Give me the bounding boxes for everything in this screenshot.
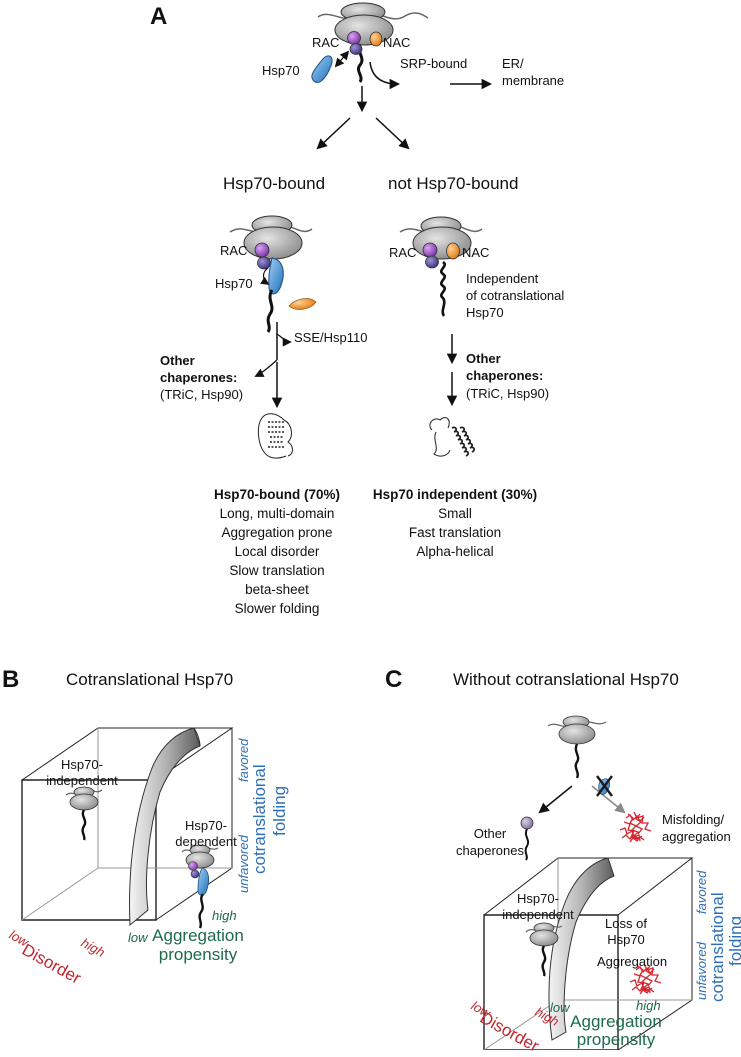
c-axis-aggregation-1: Aggregation	[570, 1012, 662, 1031]
srp-bound-label: SRP-bound	[400, 56, 468, 71]
folded-protein-beta	[257, 413, 293, 459]
c-folding-favored: favored	[694, 870, 709, 914]
heading-not-hsp70-bound: not Hsp70-bound	[388, 174, 519, 193]
other-chap-right-1: Other	[466, 351, 501, 366]
hsp70-label-top: Hsp70	[262, 63, 300, 78]
folded-protein-alpha	[429, 417, 476, 457]
panel-b-title: Cotranslational Hsp70	[66, 670, 234, 689]
cube-c	[483, 857, 694, 1050]
ribosome-top	[317, 2, 429, 83]
b-agg-low: low	[128, 930, 148, 945]
exchange-arrow	[334, 50, 350, 68]
c-other-chaperones-2: chaperones	[456, 843, 524, 858]
b-axis-folding-1: cotranslational	[250, 764, 269, 874]
panel-c-letter: C	[385, 666, 403, 693]
c-aggregation-label: Aggregation	[596, 954, 668, 969]
nac-label-right: NAC	[462, 245, 490, 260]
ribosome-c-independent	[525, 922, 563, 977]
cube-b	[21, 727, 234, 927]
chaperone-bound-protein	[520, 816, 534, 861]
er-label-2: membrane	[502, 73, 565, 88]
rac-label-top: RAC	[312, 35, 340, 50]
b-dependent-2: dependent	[175, 834, 237, 849]
c-misfolding-2: aggregation	[662, 829, 731, 844]
srp-arrow	[369, 61, 401, 90]
sse-arrow	[276, 333, 292, 347]
hsp70-label-left: Hsp70	[215, 276, 253, 291]
panel-b-letter: B	[2, 666, 20, 693]
ribosome-right	[399, 216, 483, 317]
other-chap-left-2: chaperones:	[160, 370, 238, 385]
c-arrow-chaperones	[538, 785, 573, 814]
b-folding-unfavored: unfavored	[236, 835, 251, 893]
b-dependent-1: Hsp70-	[185, 818, 227, 833]
b-folding-favored: favored	[236, 738, 251, 782]
ribosome-c-top	[547, 715, 607, 779]
aggregate-cube	[629, 963, 662, 995]
summary-right-item: Small	[438, 506, 472, 521]
rac-label-right: RAC	[389, 245, 417, 260]
hsp70-crossed	[596, 775, 613, 797]
c-folding-unfavored: unfavored	[694, 942, 709, 1000]
c-agg-high: high	[636, 998, 661, 1013]
c-arrow-misfolding	[591, 785, 626, 814]
c-loss-2: Hsp70	[607, 932, 645, 947]
b-independent-2: independent	[46, 773, 118, 788]
c-axis-folding-2: folding	[726, 915, 741, 966]
b-agg-high: high	[212, 908, 237, 923]
hsp70-free	[311, 55, 333, 83]
independent-line-1: Independent	[466, 271, 539, 286]
other-chap-left-list: (TRiC, Hsp90)	[160, 387, 244, 402]
ribosome-left	[229, 215, 317, 333]
c-agg-low: low	[550, 1000, 570, 1015]
ribosome-b-dependent	[181, 844, 219, 929]
panel-a-letter: A	[150, 3, 168, 30]
independent-line-3: Hsp70	[466, 305, 504, 320]
sse-label: SSE/Hsp110	[294, 330, 368, 345]
summary-left-item: beta-sheet	[245, 582, 309, 597]
rac-label-left: RAC	[220, 243, 248, 258]
branch-arrow-right	[375, 117, 410, 150]
c-axis-aggregation-2: propensity	[576, 1030, 656, 1049]
b-independent-1: Hsp70-	[61, 757, 103, 772]
independent-line-2: of cotranslational	[466, 288, 565, 303]
other-chap-right-2: chaperones:	[466, 368, 544, 383]
summary-left-item: Slow translation	[229, 563, 325, 578]
summary-left-title: Hsp70-bound (70%)	[213, 487, 341, 502]
summary-left-item: Aggregation prone	[221, 525, 333, 540]
aggregate-top	[619, 811, 652, 843]
summary-left-item: Slower folding	[234, 601, 320, 616]
c-axis-folding-1: cotranslational	[708, 892, 727, 1002]
other-chap-left-1: Other	[160, 353, 195, 368]
heading-hsp70-bound: Hsp70-bound	[223, 174, 326, 193]
b-axis-aggregation-1: Aggregation	[152, 926, 244, 945]
b-axis-aggregation-2: propensity	[158, 945, 238, 964]
c-loss-1: Loss of	[605, 916, 647, 931]
b-axis-folding-2: folding	[270, 785, 289, 836]
other-chap-right-list: (TRiC, Hsp90)	[466, 386, 550, 401]
c-independent-2: independent	[502, 907, 574, 922]
summary-left-item: Local disorder	[234, 544, 320, 559]
summary-left-item: Long, multi-domain	[219, 506, 335, 521]
c-independent-1: Hsp70-	[517, 891, 559, 906]
nac-label-top: NAC	[383, 35, 411, 50]
branch-arrow-left	[316, 117, 351, 150]
summary-right-title: Hsp70 independent (30%)	[372, 487, 538, 502]
summary-right-item: Alpha-helical	[416, 544, 494, 559]
summary-right-item: Fast translation	[408, 525, 502, 540]
c-misfolding-1: Misfolding/	[662, 812, 725, 827]
panel-c-title: Without cotranslational Hsp70	[453, 670, 679, 689]
c-other-chaperones-1: Other	[473, 826, 507, 841]
er-label-1: ER/	[502, 56, 524, 71]
other-chap-arrow-left	[254, 359, 278, 377]
ribosome-b-independent	[65, 786, 103, 841]
